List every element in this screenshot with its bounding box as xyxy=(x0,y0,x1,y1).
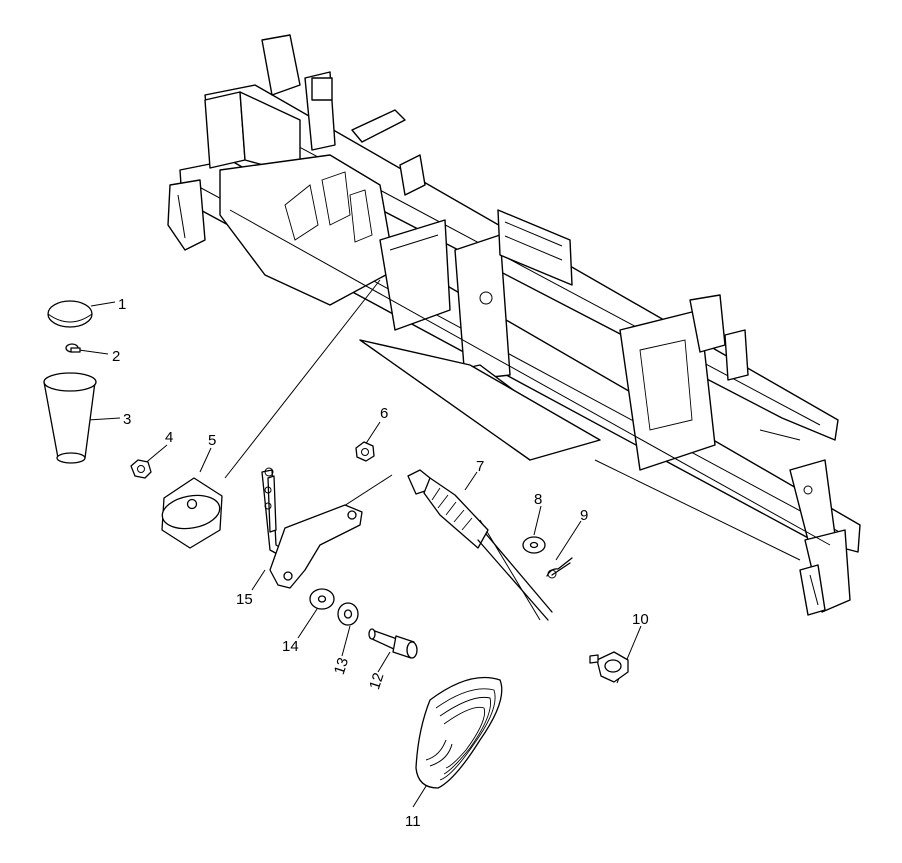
screw-part xyxy=(65,343,81,353)
shift-lever-part xyxy=(261,467,363,589)
nut-part xyxy=(355,441,375,462)
shift-knob-part xyxy=(43,372,97,464)
callout-1: 1 xyxy=(118,296,126,313)
leader-lines xyxy=(78,279,642,808)
callout-11: 11 xyxy=(405,813,421,830)
callout-5: 5 xyxy=(208,432,216,449)
callout-4: 4 xyxy=(165,429,173,446)
clamp-part xyxy=(589,651,629,683)
pivot-bolt-part xyxy=(368,628,418,659)
callout-13: 13 xyxy=(331,656,352,677)
callout-14: 14 xyxy=(282,638,299,655)
frame-assembly xyxy=(167,34,861,616)
callout-12: 12 xyxy=(366,671,387,692)
nut-part xyxy=(130,459,152,479)
callout-8: 8 xyxy=(534,491,542,508)
cotter-pin-part xyxy=(546,557,573,579)
callout-labels: 1 2 3 4 5 6 7 8 9 10 11 12 13 14 15 xyxy=(112,296,649,830)
shift-cable-part xyxy=(407,469,553,621)
washer-part xyxy=(309,588,335,610)
boot-grommet-part xyxy=(415,676,503,789)
callout-7: 7 xyxy=(476,458,484,475)
washer-part xyxy=(337,602,359,626)
bushing-part xyxy=(161,477,223,549)
callout-9: 9 xyxy=(580,507,588,524)
callout-2: 2 xyxy=(112,348,120,365)
callout-3: 3 xyxy=(123,411,131,428)
callout-10: 10 xyxy=(632,611,649,628)
callout-15: 15 xyxy=(236,591,253,608)
washer-part xyxy=(522,536,546,554)
callout-6: 6 xyxy=(380,405,388,422)
cap-part xyxy=(47,300,93,328)
